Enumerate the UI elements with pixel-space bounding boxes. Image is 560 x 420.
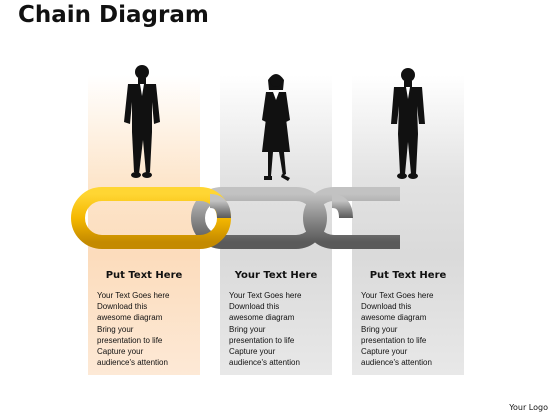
- column-2-line: Your Text Goes here: [229, 291, 302, 300]
- column-1-heading: Put Text Here: [105, 270, 183, 281]
- businessman-silhouette-icon: [124, 65, 160, 178]
- column-2-heading: Your Text Here: [234, 270, 318, 281]
- column-3-line: Download this: [361, 302, 412, 312]
- column-3-line: Bring your: [361, 324, 398, 334]
- chain-overlap-icon: [331, 194, 353, 219]
- chain-links: [71, 187, 400, 249]
- column-3-body: Your Text Goes here Download this awesom…: [361, 290, 473, 368]
- column-2-line: Bring your: [229, 324, 266, 334]
- column-2-line: Download this: [229, 302, 280, 312]
- column-2-line: Capture your: [229, 347, 276, 357]
- column-1-line: presentation to life: [97, 335, 163, 345]
- column-1-line: Capture your: [97, 347, 144, 357]
- column-3-heading: Put Text Here: [369, 270, 447, 281]
- column-1-line: Bring your: [97, 324, 134, 334]
- businesswoman-silhouette-icon: [262, 74, 290, 181]
- column-1-line: audience's attention: [97, 358, 168, 368]
- column-2-line: audience's attention: [229, 358, 300, 368]
- chain-link-2-gray-icon: [191, 187, 327, 249]
- logo-text: Your Logo: [509, 403, 548, 412]
- chain-overlap-icon: [209, 194, 231, 219]
- column-2-body: Your Text Goes here Download this awesom…: [229, 290, 341, 368]
- column-3-line: Capture your: [361, 347, 408, 357]
- column-3-line: Your Text Goes here: [361, 291, 434, 300]
- column-3-line: presentation to life: [361, 335, 427, 345]
- column-3-line: audience's attention: [361, 358, 432, 368]
- businessman-silhouette-icon: [391, 68, 425, 179]
- page-title: Chain Diagram: [18, 2, 209, 28]
- column-2-line: awesome diagram: [229, 313, 295, 323]
- column-1-line: Your Text Goes here: [97, 291, 170, 300]
- column-3-line: awesome diagram: [361, 313, 427, 323]
- column-1-line: Download this: [97, 302, 148, 312]
- column-1-body: Your Text Goes here Download this awesom…: [97, 290, 209, 368]
- column-1-line: awesome diagram: [97, 313, 163, 323]
- chain-link-3-gray-icon: [303, 187, 400, 249]
- column-2-line: presentation to life: [229, 335, 295, 345]
